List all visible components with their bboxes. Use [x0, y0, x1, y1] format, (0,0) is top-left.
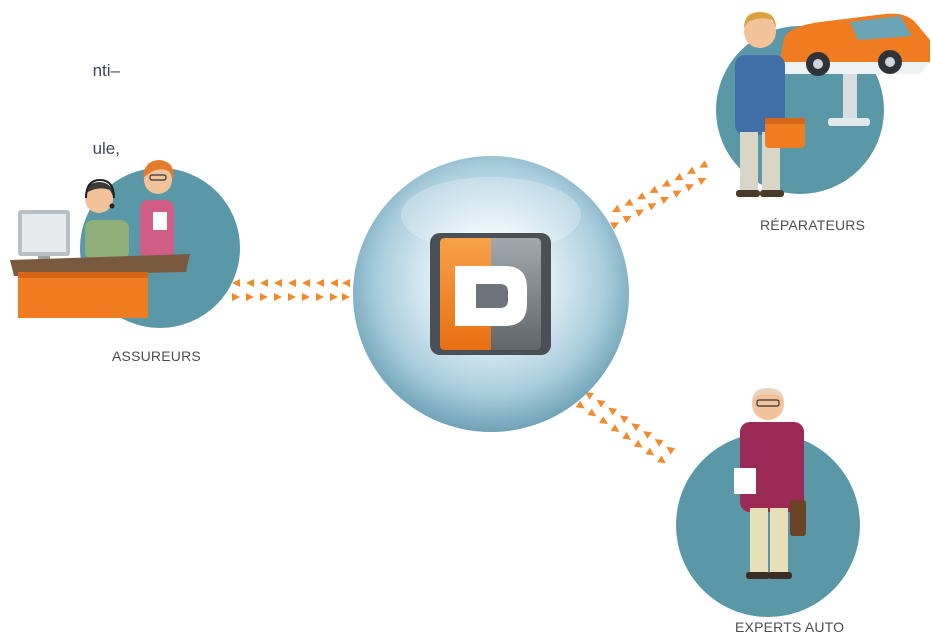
intro-text: nti– ule, — [0, 6, 120, 188]
experts-node — [676, 388, 860, 617]
insurers-office-illustration — [10, 160, 190, 318]
insurers-label: ASSUREURS — [112, 348, 201, 364]
car-expert-illustration — [734, 388, 806, 579]
mechanic-car-lift-illustration — [735, 12, 930, 197]
insurers-node — [10, 160, 240, 328]
platform-logo — [430, 233, 551, 355]
intro-line-2: ule, — [92, 139, 120, 158]
repairers-node — [716, 12, 930, 197]
repairers-label: RÉPARATEURS — [760, 217, 866, 233]
arrows-hub-repairers — [610, 160, 709, 230]
hub-node — [353, 156, 629, 432]
arrows-hub-insurers — [232, 279, 350, 301]
experts-label: EXPERTS AUTO — [735, 619, 845, 635]
intro-line-1: nti– — [92, 61, 120, 80]
arrows-hub-experts — [575, 392, 676, 464]
